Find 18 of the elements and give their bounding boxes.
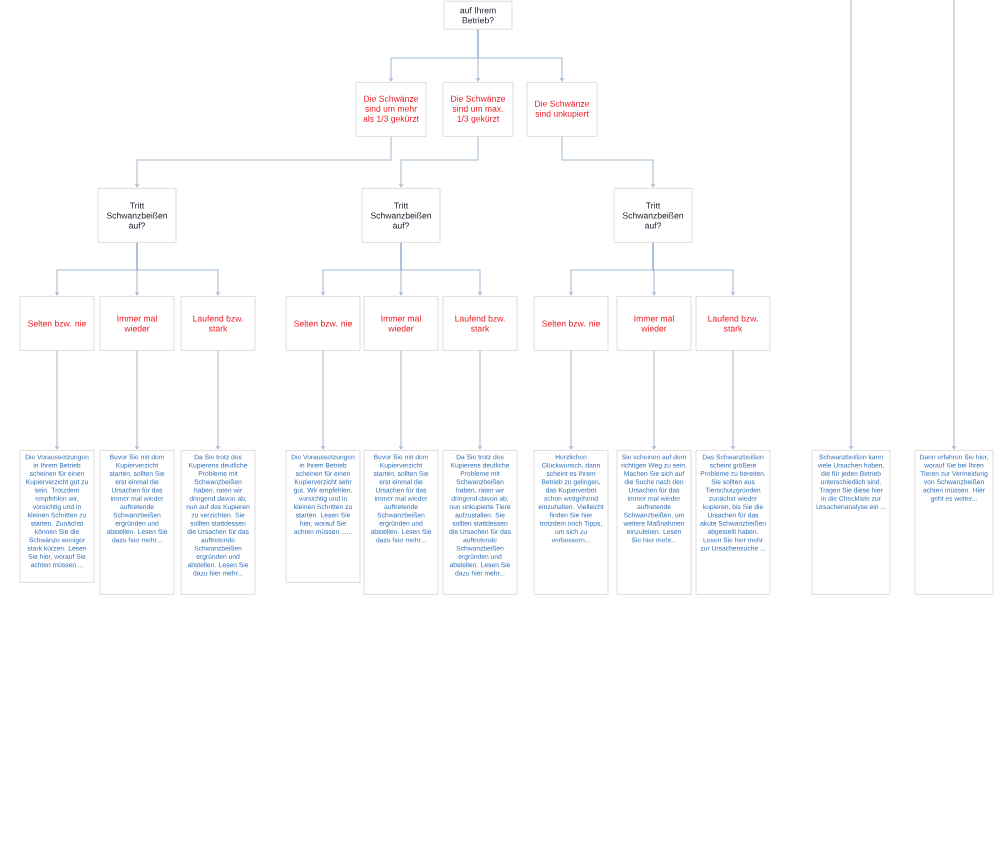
connector-arrow xyxy=(399,136,479,188)
connector-arrow xyxy=(136,242,220,296)
connector-arrow xyxy=(731,350,735,450)
connector-arrow xyxy=(569,350,573,450)
connector-arrow xyxy=(652,242,735,296)
connector-arrow xyxy=(135,350,139,450)
connector-arrow xyxy=(849,0,853,450)
connector-arrow xyxy=(321,350,325,450)
connector-arrow xyxy=(952,0,956,450)
connector-arrow xyxy=(216,350,220,450)
connector-arrow xyxy=(561,136,655,188)
connector-arrow xyxy=(477,29,564,82)
connector-arrow xyxy=(55,350,59,450)
connector-arrow xyxy=(652,350,656,450)
connector-arrow xyxy=(400,242,482,296)
connector-arrow xyxy=(135,136,392,188)
connector-arrow xyxy=(478,350,482,450)
connector-arrow xyxy=(399,350,403,450)
